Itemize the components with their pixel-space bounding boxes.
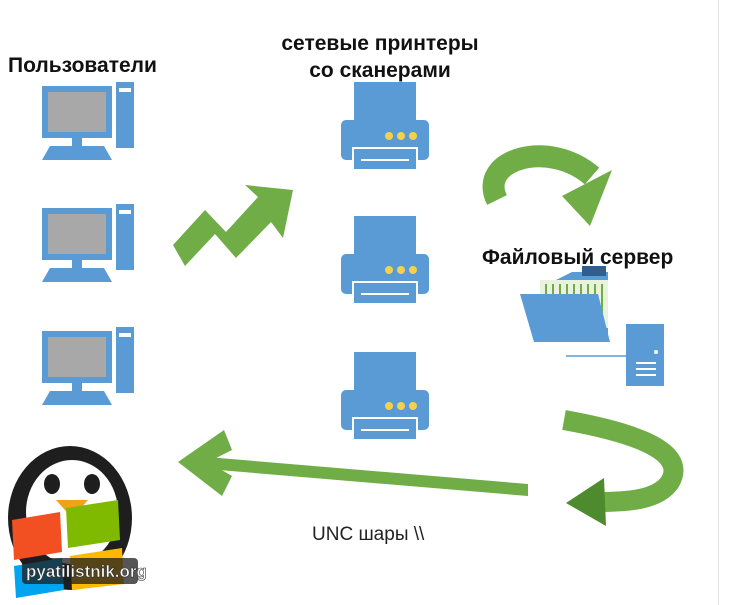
logo-text: pyatilistnik.org (26, 562, 147, 581)
right-edge-divider (718, 0, 719, 605)
curved-arrow-to-server (482, 145, 612, 226)
file-server-title: Файловый сервер (482, 246, 674, 269)
server-tower-icon (626, 324, 664, 386)
printer-icon (341, 82, 429, 171)
printers-title-line2: со сканерами (309, 59, 451, 82)
computer-icon (42, 327, 134, 405)
printer-icon (341, 216, 429, 305)
printers-title-line1: сетевые принтеры (281, 32, 479, 55)
unc-return-arrow (178, 410, 684, 526)
computer-icon (42, 204, 134, 282)
folder-icon (520, 266, 610, 342)
zigzag-arrow (173, 185, 293, 266)
penguin-windows-logo: pyatilistnik.org (8, 446, 147, 598)
printers-title: сетевые принтеры со сканерами (250, 30, 510, 84)
computer-icon (42, 82, 134, 160)
users-title: Пользователи (8, 54, 157, 77)
unc-shares-label: UNC шары \\ (312, 524, 425, 545)
printer-icon (341, 352, 429, 441)
